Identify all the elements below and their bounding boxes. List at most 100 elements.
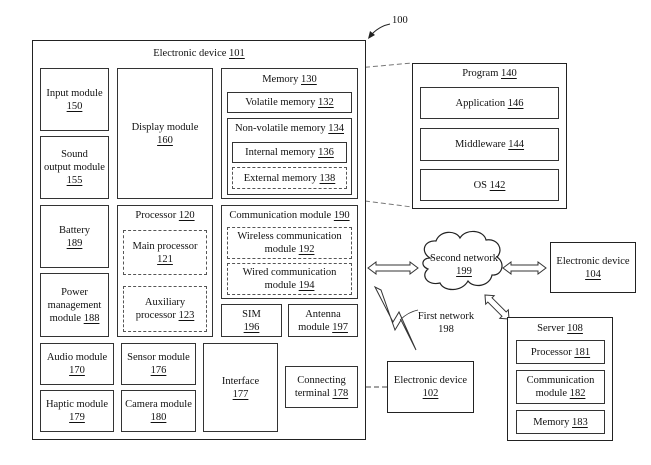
program-label: Program	[462, 68, 499, 79]
battery-label: Battery	[59, 224, 90, 236]
second-network-199: Second network 199	[424, 252, 504, 278]
os-num: 142	[489, 179, 506, 191]
sensor-module-num: 176	[150, 365, 167, 376]
input-module-num: 150	[66, 100, 83, 112]
electronic-device-101-name: Electronic device	[153, 48, 227, 59]
server-communication-label-1: Communication	[526, 375, 595, 386]
electronic-device-102: Electronic device 102	[387, 361, 474, 413]
sound-output-num: 155	[66, 175, 83, 186]
haptic-module-num: 179	[69, 412, 85, 423]
input-module-150: Input module 150	[40, 68, 109, 131]
double-arrow-network-104	[502, 261, 547, 275]
connecting-terminal-178: Connecting terminal 178	[285, 366, 358, 408]
double-arrow-101-network	[367, 261, 419, 275]
antenna-module-label-1: Antenna	[305, 308, 341, 320]
second-network-num: 199	[456, 266, 472, 277]
audio-module-num: 170	[69, 365, 85, 376]
connecting-terminal-num: 178	[332, 388, 349, 399]
electronic-device-102-label: Electronic device	[393, 375, 468, 386]
server-communication-module-182: Communication module 182	[516, 370, 605, 404]
first-network-num: 198	[438, 324, 454, 335]
server-memory-183: Memory 183	[516, 410, 605, 434]
electronic-device-101-title: Electronic device 101	[33, 47, 365, 60]
memory-label: Memory	[262, 74, 299, 85]
server-label: Server	[537, 323, 565, 334]
main-processor-label: Main processor	[132, 240, 198, 252]
sound-output-label-2: output module	[44, 162, 105, 173]
middleware-label: Middleware	[454, 139, 506, 150]
camera-module-label: Camera module	[125, 399, 192, 410]
first-network-label: First network	[417, 311, 475, 322]
processor-num: 120	[178, 210, 195, 221]
wireless-communication-num: 192	[298, 244, 315, 255]
main-processor-121: Main processor 121	[123, 230, 207, 275]
camera-module-num: 180	[150, 412, 167, 423]
non-volatile-memory-num: 134	[328, 123, 345, 134]
middleware-num: 144	[508, 139, 525, 150]
server-communication-label-2: module	[535, 388, 568, 399]
program-callout-line-top	[356, 62, 413, 69]
processor-label: Processor	[135, 210, 177, 221]
wired-communication-module-194: Wired communication module 194	[227, 263, 352, 295]
second-network-label: Second network	[430, 253, 498, 264]
main-processor-num: 121	[157, 253, 173, 265]
os-label: OS	[473, 179, 488, 191]
communication-module-num: 190	[333, 210, 350, 221]
power-management-label-1: Power	[61, 286, 88, 298]
external-memory-num: 138	[319, 172, 336, 184]
power-management-num: 188	[83, 312, 100, 324]
sound-output-module-155: Sound output module 155	[40, 136, 109, 199]
camera-module-180: Camera module 180	[121, 390, 196, 432]
sound-output-label-1: Sound	[61, 149, 88, 160]
internal-memory-num: 136	[318, 147, 334, 158]
power-management-module-188: Power management module 188	[40, 273, 109, 337]
server-memory-label: Memory	[533, 416, 570, 428]
application-num: 146	[507, 97, 524, 109]
external-memory-label: External memory	[243, 172, 317, 184]
display-module-label: Display module	[131, 121, 199, 133]
connecting-terminal-label-1: Connecting	[297, 375, 346, 386]
interface-num: 177	[232, 388, 249, 400]
battery-num: 189	[66, 237, 83, 249]
middleware-144: Middleware 144	[420, 128, 559, 161]
server-processor-label: Processor	[530, 346, 572, 358]
server-communication-num: 182	[569, 388, 586, 399]
electronic-device-104-label: Electronic device	[556, 255, 630, 267]
application-label: Application	[455, 97, 506, 109]
server-processor-num: 181	[574, 346, 591, 358]
battery-189: Battery 189	[40, 205, 109, 268]
wired-communication-label-1: Wired communication	[242, 267, 337, 278]
memory-num: 130	[301, 74, 317, 85]
volatile-memory-132: Volatile memory 132	[227, 92, 352, 113]
application-146: Application 146	[420, 87, 559, 119]
electronic-device-102-num: 102	[422, 388, 439, 399]
communication-module-label: Communication module	[229, 210, 332, 221]
wireless-communication-label-1: Wireless communication	[237, 231, 342, 242]
display-module-num: 160	[157, 134, 173, 146]
server-num: 108	[567, 323, 583, 334]
antenna-module-197: Antenna module 197	[288, 304, 358, 337]
memory-title: Memory 130	[262, 73, 317, 86]
internal-memory-136: Internal memory 136	[232, 142, 347, 163]
interface-177: Interface 177	[203, 343, 278, 432]
sensor-module-176: Sensor module 176	[121, 343, 196, 385]
electronic-device-104-num: 104	[585, 268, 601, 280]
auxiliary-processor-num: 123	[178, 310, 195, 321]
volatile-memory-label: Volatile memory	[245, 97, 316, 108]
interface-label: Interface	[221, 375, 260, 387]
sim-196: SIM 196	[221, 304, 282, 337]
first-network-leader	[399, 309, 419, 321]
antenna-module-label-2: module	[298, 321, 330, 333]
input-module-label: Input module	[46, 87, 103, 99]
os-142: OS 142	[420, 169, 559, 201]
wired-communication-label-2: module	[264, 280, 297, 291]
auxiliary-processor-123: Auxiliary processor 123	[123, 286, 207, 332]
electronic-device-104: Electronic device 104	[550, 242, 636, 293]
electronic-device-101-num: 101	[229, 48, 245, 59]
connecting-terminal-label-2: terminal	[294, 388, 330, 399]
sim-num: 196	[243, 321, 260, 333]
wireless-communication-module-192: Wireless communication module 192	[227, 227, 352, 259]
power-management-label-3: module	[49, 312, 82, 324]
figure-ref-arrowhead	[368, 31, 375, 39]
